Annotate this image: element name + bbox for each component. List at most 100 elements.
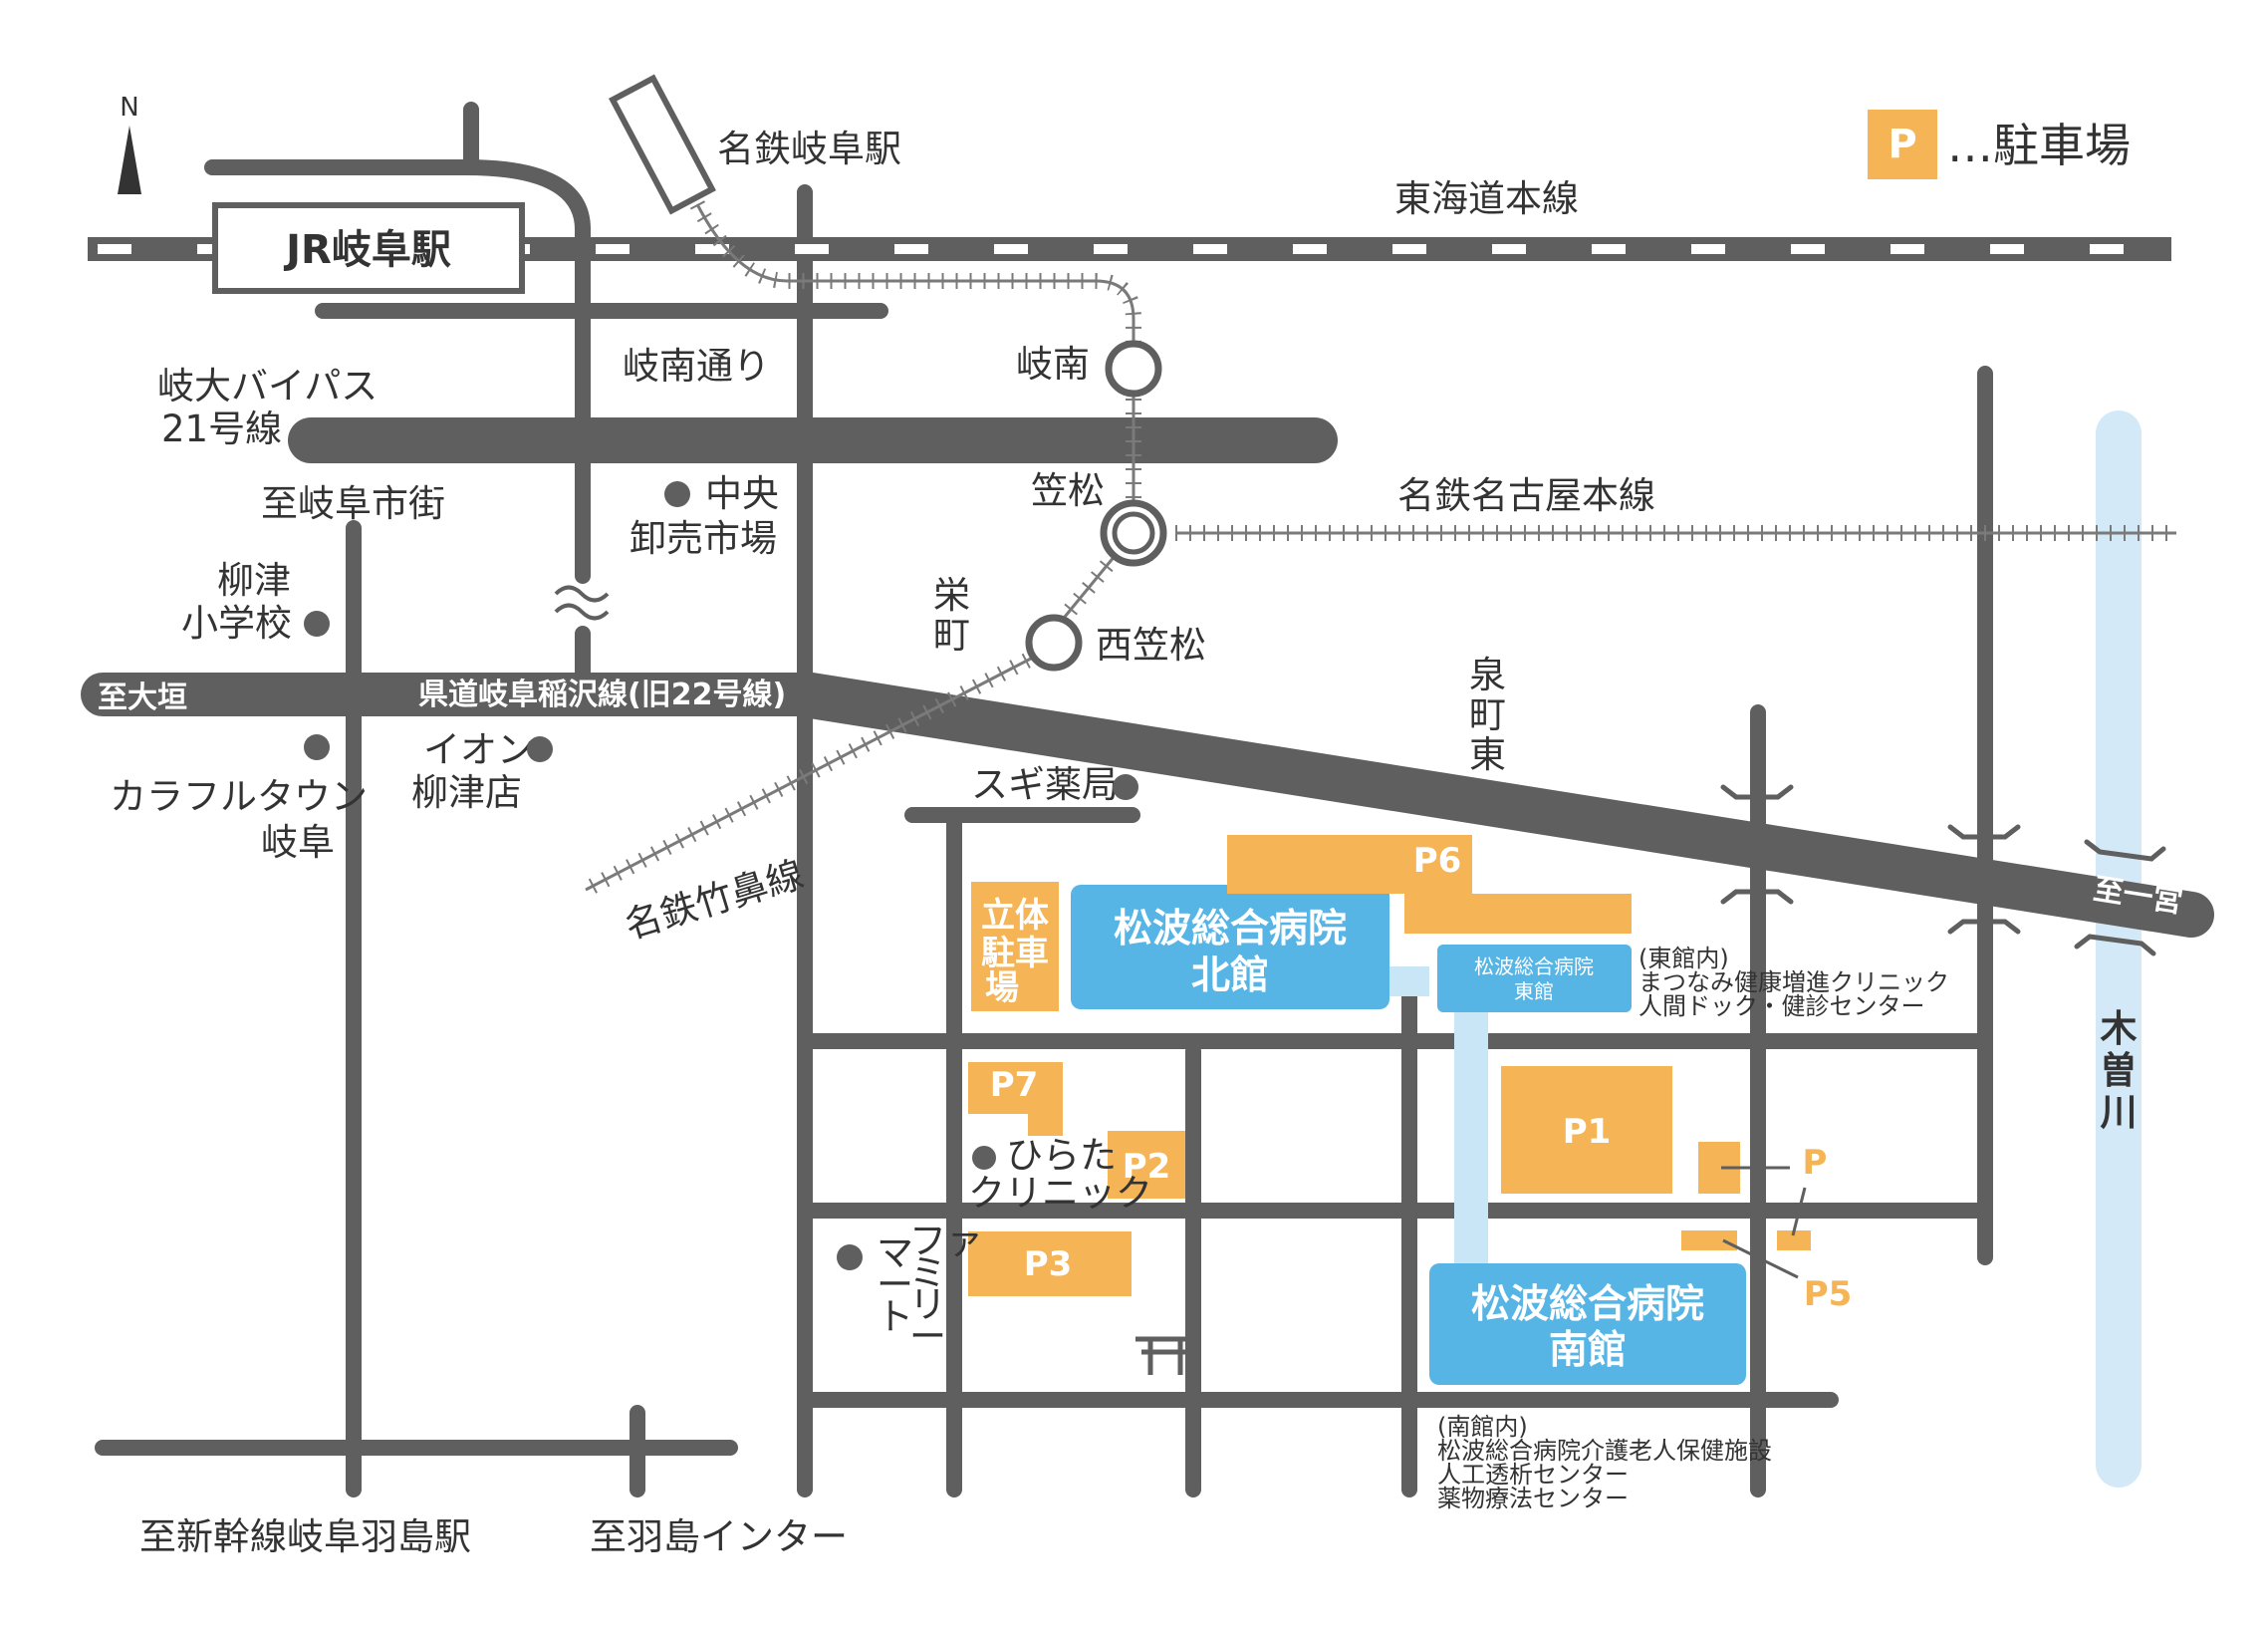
svg-text:曽: 曽 <box>2101 1049 2138 1092</box>
bypass-label-1: 岐大バイパス <box>157 365 378 408</box>
familymart-label: ファ ミ リ ー マ ー ト <box>877 1220 983 1358</box>
east-note-3: 人間ドック・健診センター <box>1638 992 1925 1020</box>
parking-p6-label: P6 <box>1413 841 1462 881</box>
kasamatsu-inner-ring <box>1112 511 1155 555</box>
parking-multistory-label-1: 立体 <box>981 896 1049 936</box>
prefectural-road-label: 県道岐阜稲沢線(旧22号線) <box>418 678 786 712</box>
parking-multistory-label-3: 場 <box>985 968 1019 1008</box>
to-gifu-city-label: 至岐阜市街 <box>261 482 445 525</box>
aeon-label-2: 柳津店 <box>411 771 522 814</box>
hospital-south-name: 松波総合病院 <box>1471 1282 1704 1327</box>
shrine-gate-icon <box>1135 1336 1195 1375</box>
svg-text:ト: ト <box>877 1295 913 1338</box>
to-ogaki-label: 至大垣 <box>98 680 187 715</box>
to-hashima-ic-label: 至羽島インター <box>590 1515 848 1558</box>
hospital-east-building <box>1437 945 1632 1012</box>
kasamatsu-station-label: 笠松 <box>1031 469 1105 512</box>
hirata-label-2: クリニック <box>968 1172 1152 1215</box>
jr-gifu-station <box>212 202 525 294</box>
parking-p6 <box>1227 835 1632 934</box>
parking-p2 <box>1108 1131 1185 1199</box>
hospital-connector-walkway <box>1389 966 1429 996</box>
familymart-dot <box>837 1244 863 1270</box>
svg-text:リ: リ <box>909 1283 946 1326</box>
svg-text:マ: マ <box>877 1231 913 1274</box>
north-arrow-icon: N <box>118 93 141 194</box>
parking-p7 <box>968 1062 1063 1136</box>
south-note-2: 松波総合病院介護老人保健施設 <box>1437 1437 1772 1465</box>
svg-text:木: 木 <box>2101 1007 2138 1050</box>
parking-p5-a <box>1681 1230 1737 1250</box>
meitetsu-gifu-station-label: 名鉄岐阜駅 <box>717 128 901 170</box>
hirata-dot <box>972 1146 996 1170</box>
izumi-machi-higashi-label-1: 泉 <box>1469 654 1506 696</box>
meitetsu-takehana-line-label: 名鉄竹鼻線 <box>620 853 808 948</box>
aeon-dot <box>527 736 553 762</box>
school-label-2: 小学校 <box>181 602 292 645</box>
ginan-station <box>1105 340 1162 398</box>
south-note-1: (南館内) <box>1437 1413 1528 1441</box>
parking-p1-label: P1 <box>1563 1112 1612 1152</box>
colorful-town-label-2: 岐阜 <box>261 821 335 864</box>
svg-text:N: N <box>120 93 138 123</box>
colorful-town-dot <box>304 734 330 760</box>
svg-text:ミ: ミ <box>909 1251 946 1294</box>
nishi-kasamatsu-station <box>1025 614 1083 672</box>
hirata-label-1: ひらた <box>1006 1134 1117 1177</box>
svg-text:ー: ー <box>877 1263 913 1306</box>
sakae-machi-label-1: 栄 <box>933 574 970 617</box>
east-note-2: まつなみ健康増進クリニック <box>1638 968 1949 996</box>
meitetsu-lines <box>582 200 2176 898</box>
nishi-kasamatsu-station-label: 西笠松 <box>1096 624 1206 667</box>
sugi-pharmacy-label: スギ薬局 <box>971 763 1119 806</box>
hospital-north-name: 松波総合病院 <box>1114 907 1347 952</box>
legend-parking-badge-letter: P <box>1888 122 1916 167</box>
parking-multistory-label-2: 駐車 <box>981 934 1049 973</box>
south-note-3: 人工透析センター <box>1437 1461 1629 1489</box>
parking-p5-callout: P5 <box>1804 1274 1853 1314</box>
ginan-station-label: 岐南 <box>1016 343 1090 386</box>
to-shinkansen-label: 至新幹線岐阜羽島駅 <box>139 1515 471 1558</box>
hospital-east-wing: 東館 <box>1514 979 1554 1003</box>
hospital-south-building <box>1429 1263 1746 1385</box>
ginan-dori-label: 岐南通り <box>623 345 770 388</box>
izumi-machi-higashi-label-2: 町 <box>1469 693 1506 736</box>
east-note-1: (東館内) <box>1638 945 1729 972</box>
jr-gifu-station-label: JR岐阜駅 <box>283 227 451 273</box>
market-dot <box>664 481 690 507</box>
hospital-east-name: 松波総合病院 <box>1474 954 1594 978</box>
hospital-south-wing: 南館 <box>1549 1328 1627 1373</box>
parking-p5-leader <box>1722 1238 1799 1279</box>
parking-p3-label: P3 <box>1024 1244 1073 1284</box>
tokaido-line-label: 東海道本線 <box>1394 177 1579 220</box>
roads <box>81 102 2214 1497</box>
legend-parking-text: …駐車場 <box>1947 119 2131 172</box>
south-note-4: 薬物療法センター <box>1437 1485 1629 1512</box>
colorful-town-label-1: カラフルタウン <box>110 775 368 818</box>
school-label-1: 柳津 <box>217 559 291 602</box>
sakae-machi-label-2: 町 <box>933 614 970 657</box>
parking-multistory <box>971 882 1059 1011</box>
road-break-mark <box>554 585 610 621</box>
market-label-1: 中央 <box>705 472 779 515</box>
bridge-marks <box>1720 784 2166 956</box>
izumi-machi-higashi-label-3: 東 <box>1469 733 1506 776</box>
parking-p3 <box>968 1231 1132 1296</box>
hospital-north-building <box>1071 885 1389 1009</box>
aeon-label-1: イオン <box>423 728 534 771</box>
market-label-2: 卸売市場 <box>630 517 777 560</box>
school-dot <box>304 611 330 637</box>
parking-p1 <box>1501 1066 1672 1194</box>
hospital-north-wing: 北館 <box>1191 953 1269 998</box>
legend-parking-badge <box>1868 110 1937 179</box>
parking-p5-b <box>1777 1230 1811 1250</box>
svg-text:ファ: ファ <box>909 1220 983 1262</box>
parking-p-leader-2 <box>1791 1187 1807 1236</box>
hospital-connector-corridor <box>1454 1008 1488 1269</box>
parking-p2-label: P2 <box>1123 1147 1171 1187</box>
parking-p7-label: P7 <box>990 1065 1039 1105</box>
svg-text:ー: ー <box>909 1315 946 1358</box>
sugi-pharmacy-dot <box>1113 774 1138 800</box>
bypass-label-2: 21号線 <box>161 408 282 450</box>
